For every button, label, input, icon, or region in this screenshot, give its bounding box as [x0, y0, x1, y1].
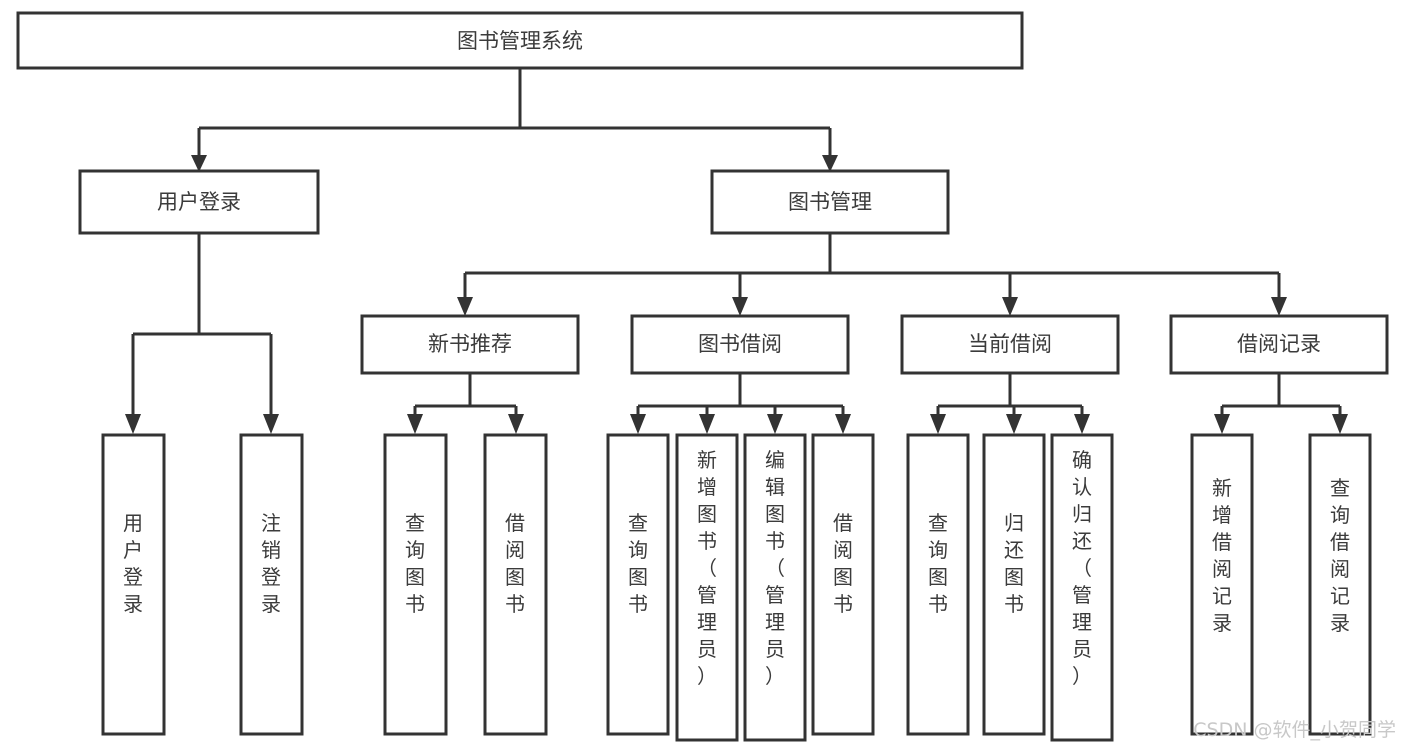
node-book-borrow-label: 图书借阅 [698, 332, 782, 356]
node-new-book-rec[interactable]: 新书推荐 [360, 314, 580, 375]
leaf-return-book-box[interactable] [982, 433, 1046, 736]
node-user-login[interactable]: 用户登录 [78, 169, 320, 235]
leaf-borrow-book-label: 借阅图书 [833, 511, 853, 616]
arrow-head-leaf-query-record [1332, 414, 1348, 434]
node-book-manage-label: 图书管理 [788, 190, 872, 214]
arrow-head-user-login [191, 155, 207, 172]
node-root-box[interactable] [16, 11, 1024, 70]
leaf-query-book-cur-box[interactable] [906, 433, 970, 736]
leaf-user-login[interactable]: 用户登录 [101, 433, 166, 736]
leaf-query-book-cur[interactable]: 查询图书 [906, 433, 970, 736]
leaf-query-book-rec-label: 查询图书 [405, 511, 425, 616]
leaf-add-book-box[interactable] [675, 433, 739, 742]
leaf-query-record-box[interactable] [1308, 433, 1372, 736]
arrow-head-leaf-user-login [125, 414, 141, 434]
leaf-borrow-book[interactable]: 借阅图书 [811, 433, 875, 736]
node-borrow-record-box[interactable] [1169, 314, 1389, 375]
arrow-head-leaf-borrow-book-rec [508, 414, 524, 434]
leaf-edit-book-label: 编辑图书（管理员） [765, 448, 785, 688]
leaf-user-login-box[interactable] [101, 433, 166, 736]
node-book-borrow-box[interactable] [630, 314, 850, 375]
leaf-borrow-book-rec-label: 借阅图书 [505, 511, 525, 616]
leaf-borrow-book-box[interactable] [811, 433, 875, 736]
leaf-add-book-label: 新增图书（管理员） [697, 448, 717, 688]
leaf-query-record-label: 查询借阅记录 [1330, 476, 1350, 635]
leaf-add-book[interactable]: 新增图书（管理员） [675, 433, 739, 742]
node-borrow-record-label: 借阅记录 [1237, 332, 1321, 356]
node-user-login-box[interactable] [78, 169, 320, 235]
leaf-add-record[interactable]: 新增借阅记录 [1190, 433, 1254, 736]
leaf-edit-book[interactable]: 编辑图书（管理员） [743, 433, 807, 742]
leaf-confirm-return[interactable]: 确认归还（管理员） [1050, 433, 1114, 742]
node-book-manage[interactable]: 图书管理 [710, 169, 950, 235]
leaf-confirm-return-box[interactable] [1050, 433, 1114, 742]
leaf-logout-label: 注销登录 [261, 511, 281, 616]
leaf-return-book[interactable]: 归还图书 [982, 433, 1046, 736]
leaf-query-book-rec-box[interactable] [383, 433, 448, 736]
node-new-book-rec-box[interactable] [360, 314, 580, 375]
leaf-add-record-box[interactable] [1190, 433, 1254, 736]
node-borrow-record[interactable]: 借阅记录 [1169, 314, 1389, 375]
leaf-query-book-borrow[interactable]: 查询图书 [606, 433, 670, 736]
leaf-user-login-label: 用户登录 [123, 511, 143, 616]
leaf-borrow-book-rec-box[interactable] [483, 433, 548, 736]
arrow-head-current-borrow [1002, 297, 1018, 316]
arrow-head-leaf-logout [263, 414, 279, 434]
arrow-head-leaf-edit-book [767, 414, 783, 434]
arrow-head-leaf-query-book-cur [930, 414, 946, 434]
arrow-head-new-book-rec [457, 297, 473, 316]
arrow-head-leaf-add-record [1214, 414, 1230, 434]
node-root-label: 图书管理系统 [457, 29, 583, 53]
csdn-watermark: CSDN @软件_小贺同学 [1193, 719, 1396, 741]
connector-layer [125, 68, 1348, 434]
arrow-head-leaf-query-book-rec [407, 414, 423, 434]
leaf-query-book-cur-label: 查询图书 [928, 511, 948, 616]
node-root[interactable]: 图书管理系统 [16, 11, 1024, 70]
leaf-borrow-book-rec[interactable]: 借阅图书 [483, 433, 548, 736]
arrow-head-borrow-record [1271, 297, 1287, 316]
leaf-confirm-return-label: 确认归还（管理员） [1072, 448, 1092, 688]
leaf-query-book-borrow-label: 查询图书 [628, 511, 648, 616]
node-user-login-label: 用户登录 [157, 190, 241, 214]
arrow-head-leaf-borrow-book [835, 414, 851, 434]
leaf-edit-book-box[interactable] [743, 433, 807, 742]
arrow-head-book-borrow [732, 297, 748, 316]
node-current-borrow[interactable]: 当前借阅 [900, 314, 1120, 375]
leaf-query-book-rec[interactable]: 查询图书 [383, 433, 448, 736]
arrow-head-leaf-query-book-borrow [630, 414, 646, 434]
leaf-query-record[interactable]: 查询借阅记录 [1308, 433, 1372, 736]
leaf-add-record-label: 新增借阅记录 [1212, 476, 1232, 635]
arrow-head-book-manage [822, 155, 838, 172]
node-current-borrow-box[interactable] [900, 314, 1120, 375]
arrow-head-leaf-add-book [699, 414, 715, 434]
node-book-borrow[interactable]: 图书借阅 [630, 314, 850, 375]
leaf-query-book-borrow-box[interactable] [606, 433, 670, 736]
node-new-book-rec-label: 新书推荐 [428, 332, 512, 356]
node-current-borrow-label: 当前借阅 [968, 332, 1052, 356]
node-book-manage-box[interactable] [710, 169, 950, 235]
leaf-logout-box[interactable] [239, 433, 304, 736]
arrow-head-leaf-return-book [1006, 414, 1022, 434]
leaf-logout[interactable]: 注销登录 [239, 433, 304, 736]
arrow-head-leaf-confirm-return [1074, 414, 1090, 434]
leaf-return-book-label: 归还图书 [1004, 511, 1024, 616]
